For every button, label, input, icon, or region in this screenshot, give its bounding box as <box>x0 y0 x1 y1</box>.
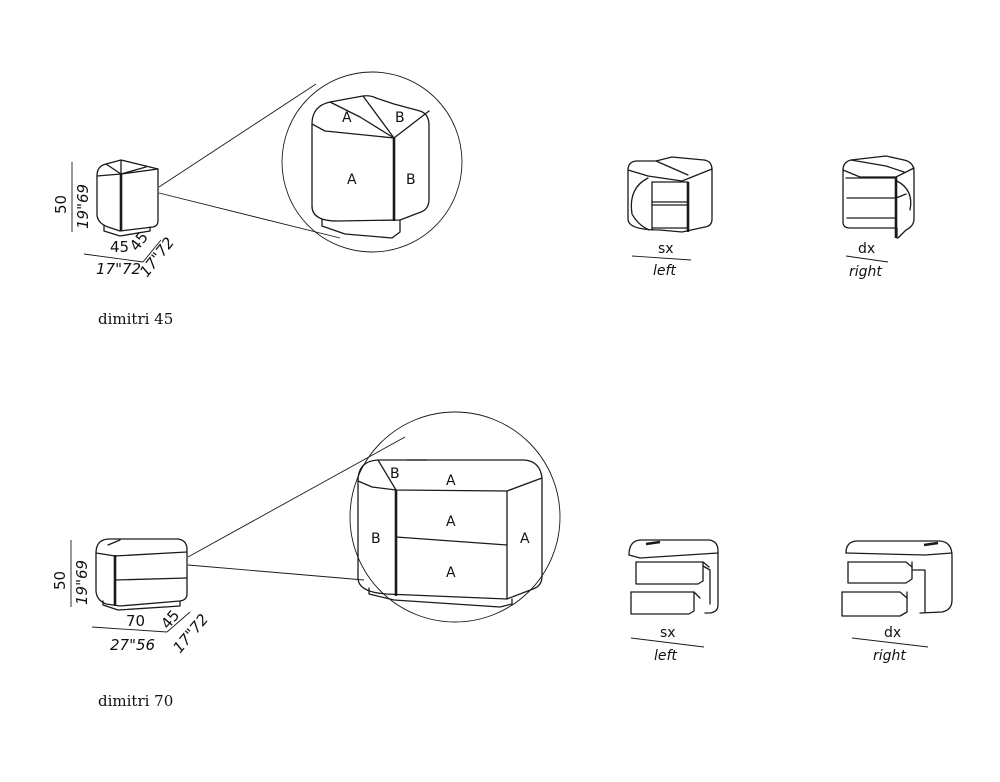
dimitri-45-height-cm: 50 <box>52 195 70 214</box>
dimitri-70-label-top-b: B <box>390 466 400 482</box>
dimitri-45-cabinet <box>96 159 159 237</box>
dimitri-70-label-front-top-a: A <box>446 514 456 530</box>
dimitri-45-depth-cm: 45 <box>126 228 152 254</box>
dimitri-45-variant-right-code: dx <box>858 241 875 257</box>
dimitri-70-height-cm: 50 <box>51 571 69 590</box>
dimitri-70-section: 50 19"69 70 27"56 45 17"72 B A A A <box>51 411 953 710</box>
dimitri-70-variant-left: sx left <box>628 539 719 664</box>
dimitri-70-depth-cm: 45 <box>157 606 183 632</box>
dimitri-70-variant-left-label: left <box>654 648 677 664</box>
dimitri-45-variant-right: dx right <box>842 155 915 280</box>
dimitri-70-label-side-a: A <box>520 531 530 547</box>
dimitri-70-detail-circle: B A A A B A <box>349 411 561 623</box>
dimitri-70-width-in: 27"56 <box>110 636 155 654</box>
dimitri-70-label-side-b: B <box>371 531 381 547</box>
dimitri-70-width-cm: 70 <box>126 612 145 630</box>
dimitri-45-detail-circle: A B A B <box>281 71 463 253</box>
dimitri-45-dimensions: 50 19"69 45 17"72 45 17"72 <box>52 162 178 280</box>
dimitri-45-variant-left-code: sx <box>658 241 674 257</box>
dimitri-45-variant-right-label: right <box>849 264 882 280</box>
dimitri-45-label-top-b: B <box>395 110 405 126</box>
dimitri-70-variant-right-code: dx <box>884 625 901 641</box>
dimitri-70-variant-left-code: sx <box>660 625 676 641</box>
dimitri-70-height-in: 19"69 <box>73 560 91 605</box>
dimitri-70-label-top-a: A <box>446 473 456 489</box>
dimitri-70-label-front-bottom-a: A <box>446 565 456 581</box>
dimitri-45-caption: dimitri 45 <box>98 310 173 328</box>
dimitri-70-caption: dimitri 70 <box>98 692 173 710</box>
dimitri-45-width-cm: 45 <box>110 238 129 256</box>
dimitri-45-width-in: 17"72 <box>96 260 141 278</box>
dimitri-70-cabinet <box>95 538 188 611</box>
dimitri-45-variant-left-label: left <box>653 263 676 279</box>
dimitri-45-variant-left: sx left <box>627 156 713 279</box>
dimitri-45-section: 50 19"69 45 17"72 45 17"72 A B A B <box>52 71 915 328</box>
dimitri-45-label-top-a: A <box>342 110 352 126</box>
dimitri-45-height-in: 19"69 <box>74 184 92 229</box>
dimitri-70-variant-right: dx right <box>841 540 953 664</box>
dimitri-45-label-front-a: A <box>347 172 357 188</box>
dimitri-70-variant-right-label: right <box>873 648 906 664</box>
dimitri-45-label-side-b: B <box>406 172 416 188</box>
dimitri-70-dimensions: 50 19"69 70 27"56 45 17"72 <box>51 540 212 657</box>
